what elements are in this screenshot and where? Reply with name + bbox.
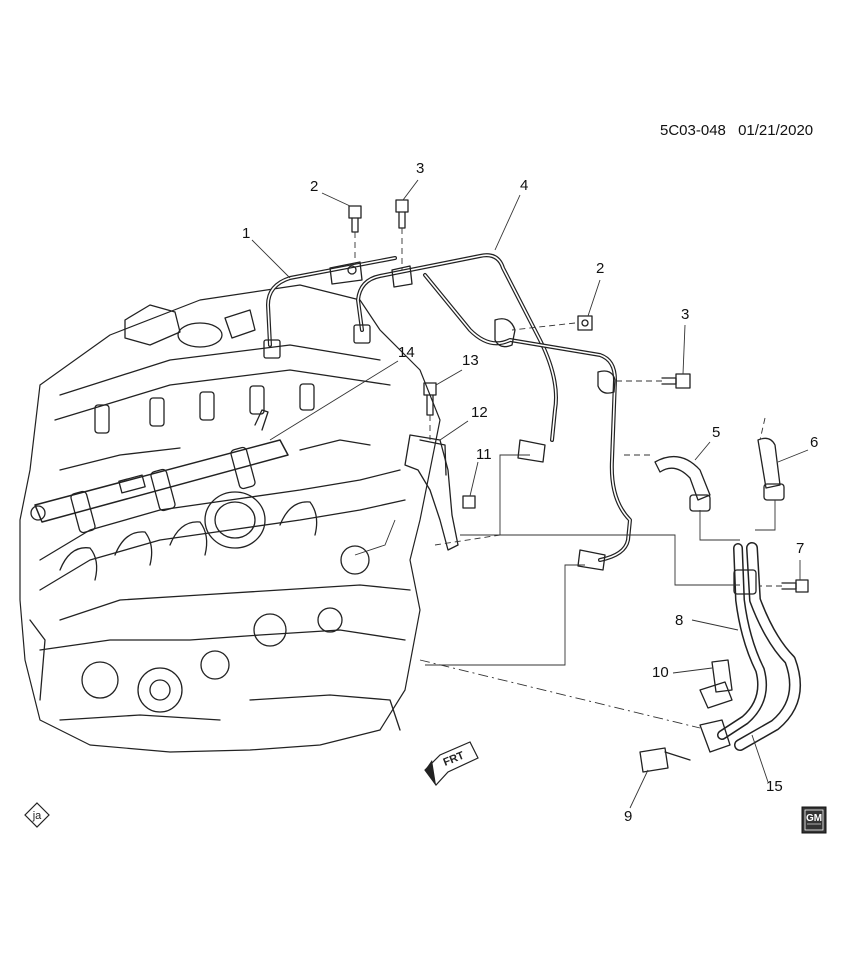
diagram-date: 01/21/2020 bbox=[738, 122, 814, 139]
fuel-rail bbox=[30, 409, 289, 534]
front-direction-arrow: FRT bbox=[424, 741, 479, 786]
clip-9 bbox=[639, 747, 691, 773]
callout-4: 4 bbox=[520, 177, 529, 194]
hose-5 bbox=[654, 455, 711, 512]
bolt-3-top bbox=[395, 199, 409, 229]
bolt-3-right bbox=[661, 373, 691, 389]
nut-2-right bbox=[577, 315, 593, 331]
callout-2-right: 2 bbox=[596, 260, 605, 277]
bolt-7 bbox=[781, 579, 809, 593]
corner-badge: ja bbox=[24, 802, 50, 828]
gm-logo-text: GM bbox=[806, 813, 822, 824]
callout-3-right: 3 bbox=[681, 306, 690, 323]
fuel-pipe-1 bbox=[263, 256, 397, 359]
callout-10: 10 bbox=[652, 664, 669, 681]
leader-lines bbox=[251, 179, 809, 809]
callout-3: 3 bbox=[416, 160, 425, 177]
bolt-2-top bbox=[348, 205, 362, 233]
hose-6 bbox=[757, 437, 785, 501]
callout-9: 9 bbox=[624, 808, 633, 825]
callout-13: 13 bbox=[462, 352, 479, 369]
callout-1: 1 bbox=[242, 225, 251, 242]
callout-2: 2 bbox=[310, 178, 319, 195]
clip-10 bbox=[711, 659, 733, 693]
bolt-11 bbox=[462, 495, 476, 509]
callout-6: 6 bbox=[810, 434, 819, 451]
bolt-13 bbox=[423, 382, 437, 416]
diagram-header: 5C03-048 01/21/2020 bbox=[660, 122, 813, 139]
callout-15: 15 bbox=[766, 778, 783, 795]
callout-11: 11 bbox=[476, 446, 492, 463]
gm-logo: GM bbox=[801, 806, 827, 834]
callout-14: 14 bbox=[398, 344, 415, 361]
callout-12: 12 bbox=[471, 404, 488, 421]
diagram-code: 5C03-048 bbox=[660, 122, 726, 139]
engine-assembly bbox=[19, 284, 441, 753]
callout-7: 7 bbox=[796, 540, 805, 557]
corner-badge-text: ja bbox=[32, 810, 42, 822]
callout-8: 8 bbox=[675, 612, 684, 629]
fuel-pipe-4 bbox=[353, 253, 632, 571]
bracket-12 bbox=[404, 434, 459, 551]
hose-assembly-15 bbox=[699, 542, 801, 753]
callout-5: 5 bbox=[712, 424, 721, 441]
